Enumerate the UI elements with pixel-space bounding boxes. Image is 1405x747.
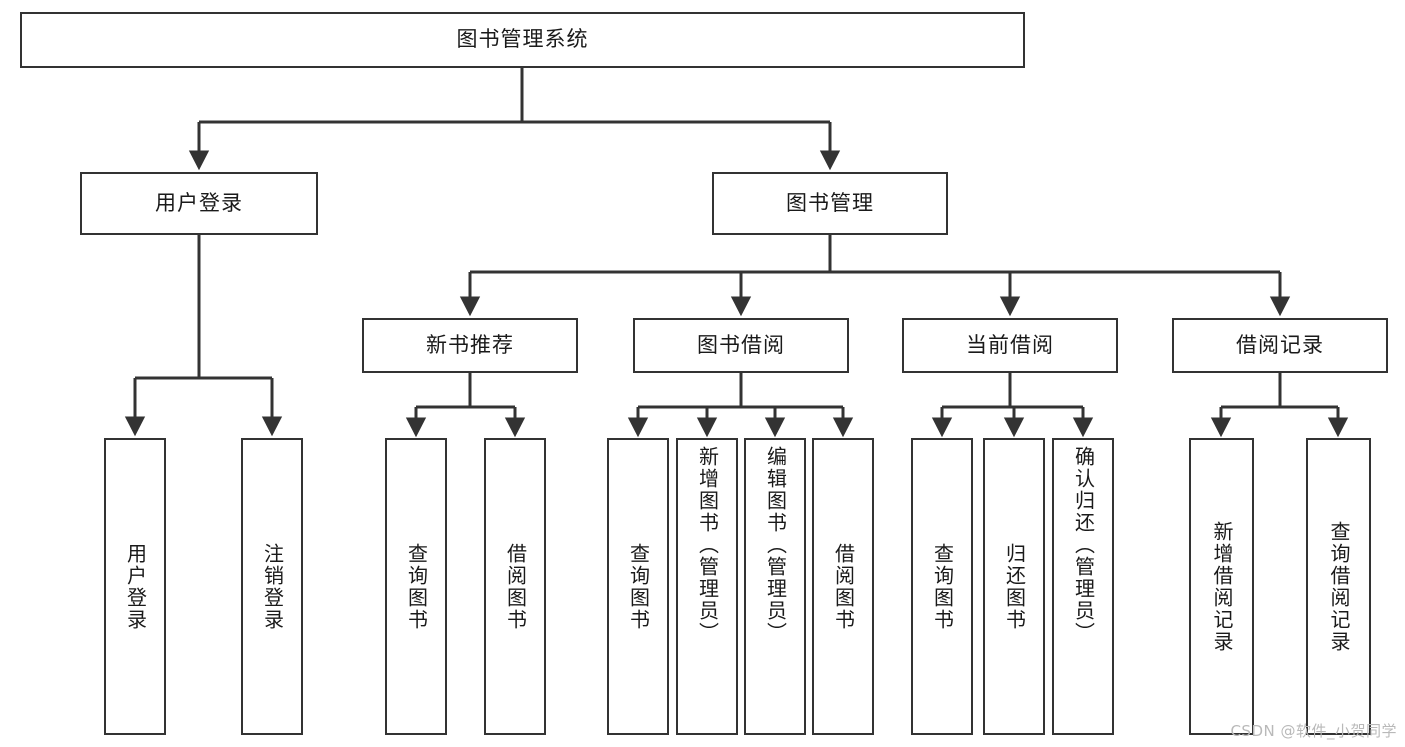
leaf-logout-label: 注销登录	[260, 542, 285, 631]
leaf-logout[interactable]: 注销登录	[241, 438, 303, 735]
node-current-borrow-label: 当前借阅	[966, 332, 1054, 357]
node-root-label: 图书管理系统	[456, 27, 589, 52]
node-book-management-label: 图书管理	[786, 190, 874, 215]
leaf-borrow-book-nbr[interactable]: 借阅图书	[484, 438, 546, 735]
leaf-query-book-nbr[interactable]: 查询图书	[385, 438, 447, 735]
leaf-query-book-nbr-label: 查询图书	[404, 542, 429, 631]
leaf-add-book-label: 新增图书（管理员）	[695, 446, 720, 644]
leaf-query-book-cb[interactable]: 查询图书	[911, 438, 973, 735]
leaf-borrow-book-bb[interactable]: 借阅图书	[812, 438, 874, 735]
node-book-management[interactable]: 图书管理	[712, 172, 948, 235]
leaf-edit-book[interactable]: 编辑图书（管理员）	[744, 438, 806, 735]
leaf-query-record-label: 查询借阅记录	[1327, 520, 1351, 653]
node-borrow-records[interactable]: 借阅记录	[1172, 318, 1388, 373]
leaf-user-login[interactable]: 用户登录	[104, 438, 166, 735]
node-user-login-label: 用户登录	[155, 190, 243, 215]
leaf-query-book-bb-label: 查询图书	[626, 542, 651, 631]
leaf-add-record[interactable]: 新增借阅记录	[1189, 438, 1254, 735]
node-new-book-recommend-label: 新书推荐	[426, 332, 514, 357]
leaf-confirm-return-label: 确认归还（管理员）	[1071, 446, 1096, 644]
leaf-add-book[interactable]: 新增图书（管理员）	[676, 438, 738, 735]
leaf-edit-book-label: 编辑图书（管理员）	[763, 446, 788, 644]
node-current-borrow[interactable]: 当前借阅	[902, 318, 1118, 373]
node-book-borrow[interactable]: 图书借阅	[633, 318, 849, 373]
leaf-query-book-bb[interactable]: 查询图书	[607, 438, 669, 735]
node-user-login[interactable]: 用户登录	[80, 172, 318, 235]
node-new-book-recommend[interactable]: 新书推荐	[362, 318, 578, 373]
leaf-borrow-book-bb-label: 借阅图书	[831, 542, 856, 631]
leaf-user-login-label: 用户登录	[123, 542, 148, 631]
leaf-query-book-cb-label: 查询图书	[930, 542, 955, 631]
node-root[interactable]: 图书管理系统	[20, 12, 1025, 68]
leaf-borrow-book-nbr-label: 借阅图书	[503, 542, 528, 631]
node-book-borrow-label: 图书借阅	[697, 332, 785, 357]
leaf-query-record[interactable]: 查询借阅记录	[1306, 438, 1371, 735]
leaf-add-record-label: 新增借阅记录	[1210, 520, 1234, 653]
node-borrow-records-label: 借阅记录	[1236, 332, 1324, 357]
leaf-return-book-label: 归还图书	[1002, 542, 1027, 631]
leaf-return-book[interactable]: 归还图书	[983, 438, 1045, 735]
watermark: CSDN @软件_小贺同学	[1230, 722, 1397, 740]
leaf-confirm-return[interactable]: 确认归还（管理员）	[1052, 438, 1114, 735]
